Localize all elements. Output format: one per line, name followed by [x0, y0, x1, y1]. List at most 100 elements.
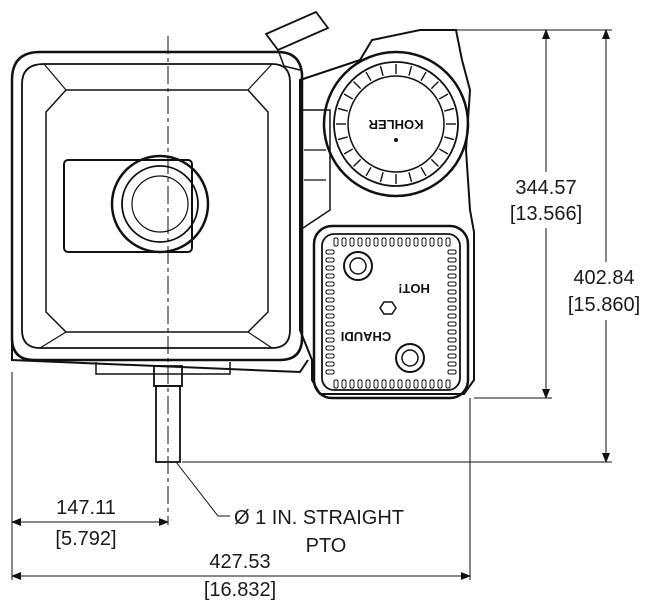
- vent-hole: [447, 353, 457, 359]
- air-cleaner-fin: [444, 107, 455, 112]
- vent-hole: [325, 297, 335, 303]
- vent-hole: [325, 329, 335, 335]
- vent-hole: [325, 249, 335, 255]
- muffler-vent-holes: [325, 237, 457, 389]
- air-cleaner-fin: [353, 158, 362, 167]
- vent-hole: [447, 305, 457, 311]
- vent-hole: [421, 379, 427, 389]
- air-cleaner-fin: [337, 107, 348, 112]
- vent-hole: [325, 313, 335, 319]
- air-cleaner-fin: [343, 93, 354, 100]
- vent-hole: [325, 305, 335, 311]
- dim-427-mm: 427.53: [209, 551, 270, 573]
- vent-hole: [373, 237, 379, 247]
- vent-hole: [397, 237, 403, 247]
- vent-hole: [325, 353, 335, 359]
- dim-147-mm: 147.11: [56, 497, 116, 519]
- choke-lever: [264, 10, 330, 52]
- warning-label-en: HOT!: [398, 281, 430, 296]
- vent-hole: [447, 321, 457, 327]
- muffler: HOT! CHAUDI: [312, 224, 470, 400]
- vent-hole: [365, 237, 371, 247]
- vent-hole: [447, 265, 457, 271]
- vent-hole: [447, 337, 457, 343]
- pto-callout-line1: Ø 1 IN. STRAIGHT: [234, 507, 404, 529]
- dim-402-mm: 402.84: [573, 267, 634, 289]
- air-cleaner-fin: [365, 166, 372, 177]
- dimension-lines: [11, 29, 610, 580]
- vent-hole: [447, 345, 457, 351]
- dim-344-in: [13.566]: [510, 203, 582, 225]
- vent-hole: [357, 379, 363, 389]
- air-cleaner-fin: [408, 65, 413, 76]
- vent-hole: [389, 379, 395, 389]
- fuel-tank: [10, 50, 309, 375]
- vent-hole: [447, 361, 457, 367]
- vent-hole: [413, 237, 419, 247]
- vent-hole: [325, 289, 335, 295]
- pto-callout-line2: PTO: [306, 535, 347, 557]
- vent-hole: [357, 237, 363, 247]
- vent-hole: [381, 379, 387, 389]
- pto-callout: Ø 1 IN. STRAIGHT PTO: [234, 507, 404, 557]
- air-cleaner-fin: [379, 65, 384, 76]
- vent-hole: [447, 297, 457, 303]
- vent-hole: [437, 237, 443, 247]
- vent-hole: [447, 369, 457, 375]
- vent-hole: [349, 237, 355, 247]
- muffler-bolt: [395, 343, 425, 373]
- vent-hole: [341, 379, 347, 389]
- dim-427-in: [16.832]: [204, 579, 276, 601]
- dim-402-in: [15.860]: [568, 294, 640, 316]
- vent-hole: [447, 273, 457, 279]
- engine-shroud: [264, 10, 475, 395]
- dim-402-text: 402.84 [15.860]: [562, 262, 646, 320]
- air-cleaner-fin: [430, 158, 439, 167]
- fuel-cap: [110, 154, 210, 254]
- air-cleaner-fins: [336, 64, 456, 184]
- muffler-bolt: [343, 251, 373, 281]
- vent-hole: [325, 281, 335, 287]
- vent-hole: [445, 379, 451, 389]
- vent-hole: [325, 265, 335, 271]
- brand-label: KOHLER: [368, 117, 424, 132]
- vent-hole: [413, 379, 419, 389]
- air-cleaner-fin: [365, 71, 372, 82]
- vent-hole: [389, 237, 395, 247]
- vent-hole: [325, 361, 335, 367]
- vent-hole: [333, 379, 339, 389]
- vent-hole: [373, 379, 379, 389]
- dim-344-text: 344.57 [13.566]: [504, 172, 588, 228]
- vent-hole: [447, 249, 457, 255]
- vent-hole: [405, 379, 411, 389]
- air-cleaner: KOHLER: [322, 50, 470, 198]
- dim-344-mm: 344.57: [515, 177, 576, 199]
- vent-hole: [447, 289, 457, 295]
- vent-hole: [341, 237, 347, 247]
- vent-hole: [381, 237, 387, 247]
- dim-427-text: 427.53 [16.832]: [204, 551, 276, 601]
- warning-label-fr: CHAUDI: [341, 329, 392, 344]
- air-cleaner-fin: [353, 81, 362, 90]
- vent-hole: [333, 237, 339, 247]
- vent-hole: [397, 379, 403, 389]
- air-cleaner-fin: [420, 71, 427, 82]
- vent-hole: [349, 379, 355, 389]
- vent-hole: [325, 273, 335, 279]
- air-cleaner-fin: [408, 172, 413, 183]
- vent-hole: [325, 257, 335, 263]
- heat-warning-icon: [379, 301, 397, 315]
- air-cleaner-fin: [438, 93, 449, 100]
- extension-lines: [11, 29, 612, 580]
- vent-hole: [447, 329, 457, 335]
- fuel-cap-band: [63, 159, 193, 253]
- air-cleaner-fin: [343, 148, 354, 155]
- vent-hole: [447, 313, 457, 319]
- vent-hole: [437, 379, 443, 389]
- vent-hole: [429, 379, 435, 389]
- air-cleaner-fin: [438, 148, 449, 155]
- air-cleaner-fin: [444, 136, 455, 141]
- vent-hole: [447, 257, 457, 263]
- vent-hole: [365, 379, 371, 389]
